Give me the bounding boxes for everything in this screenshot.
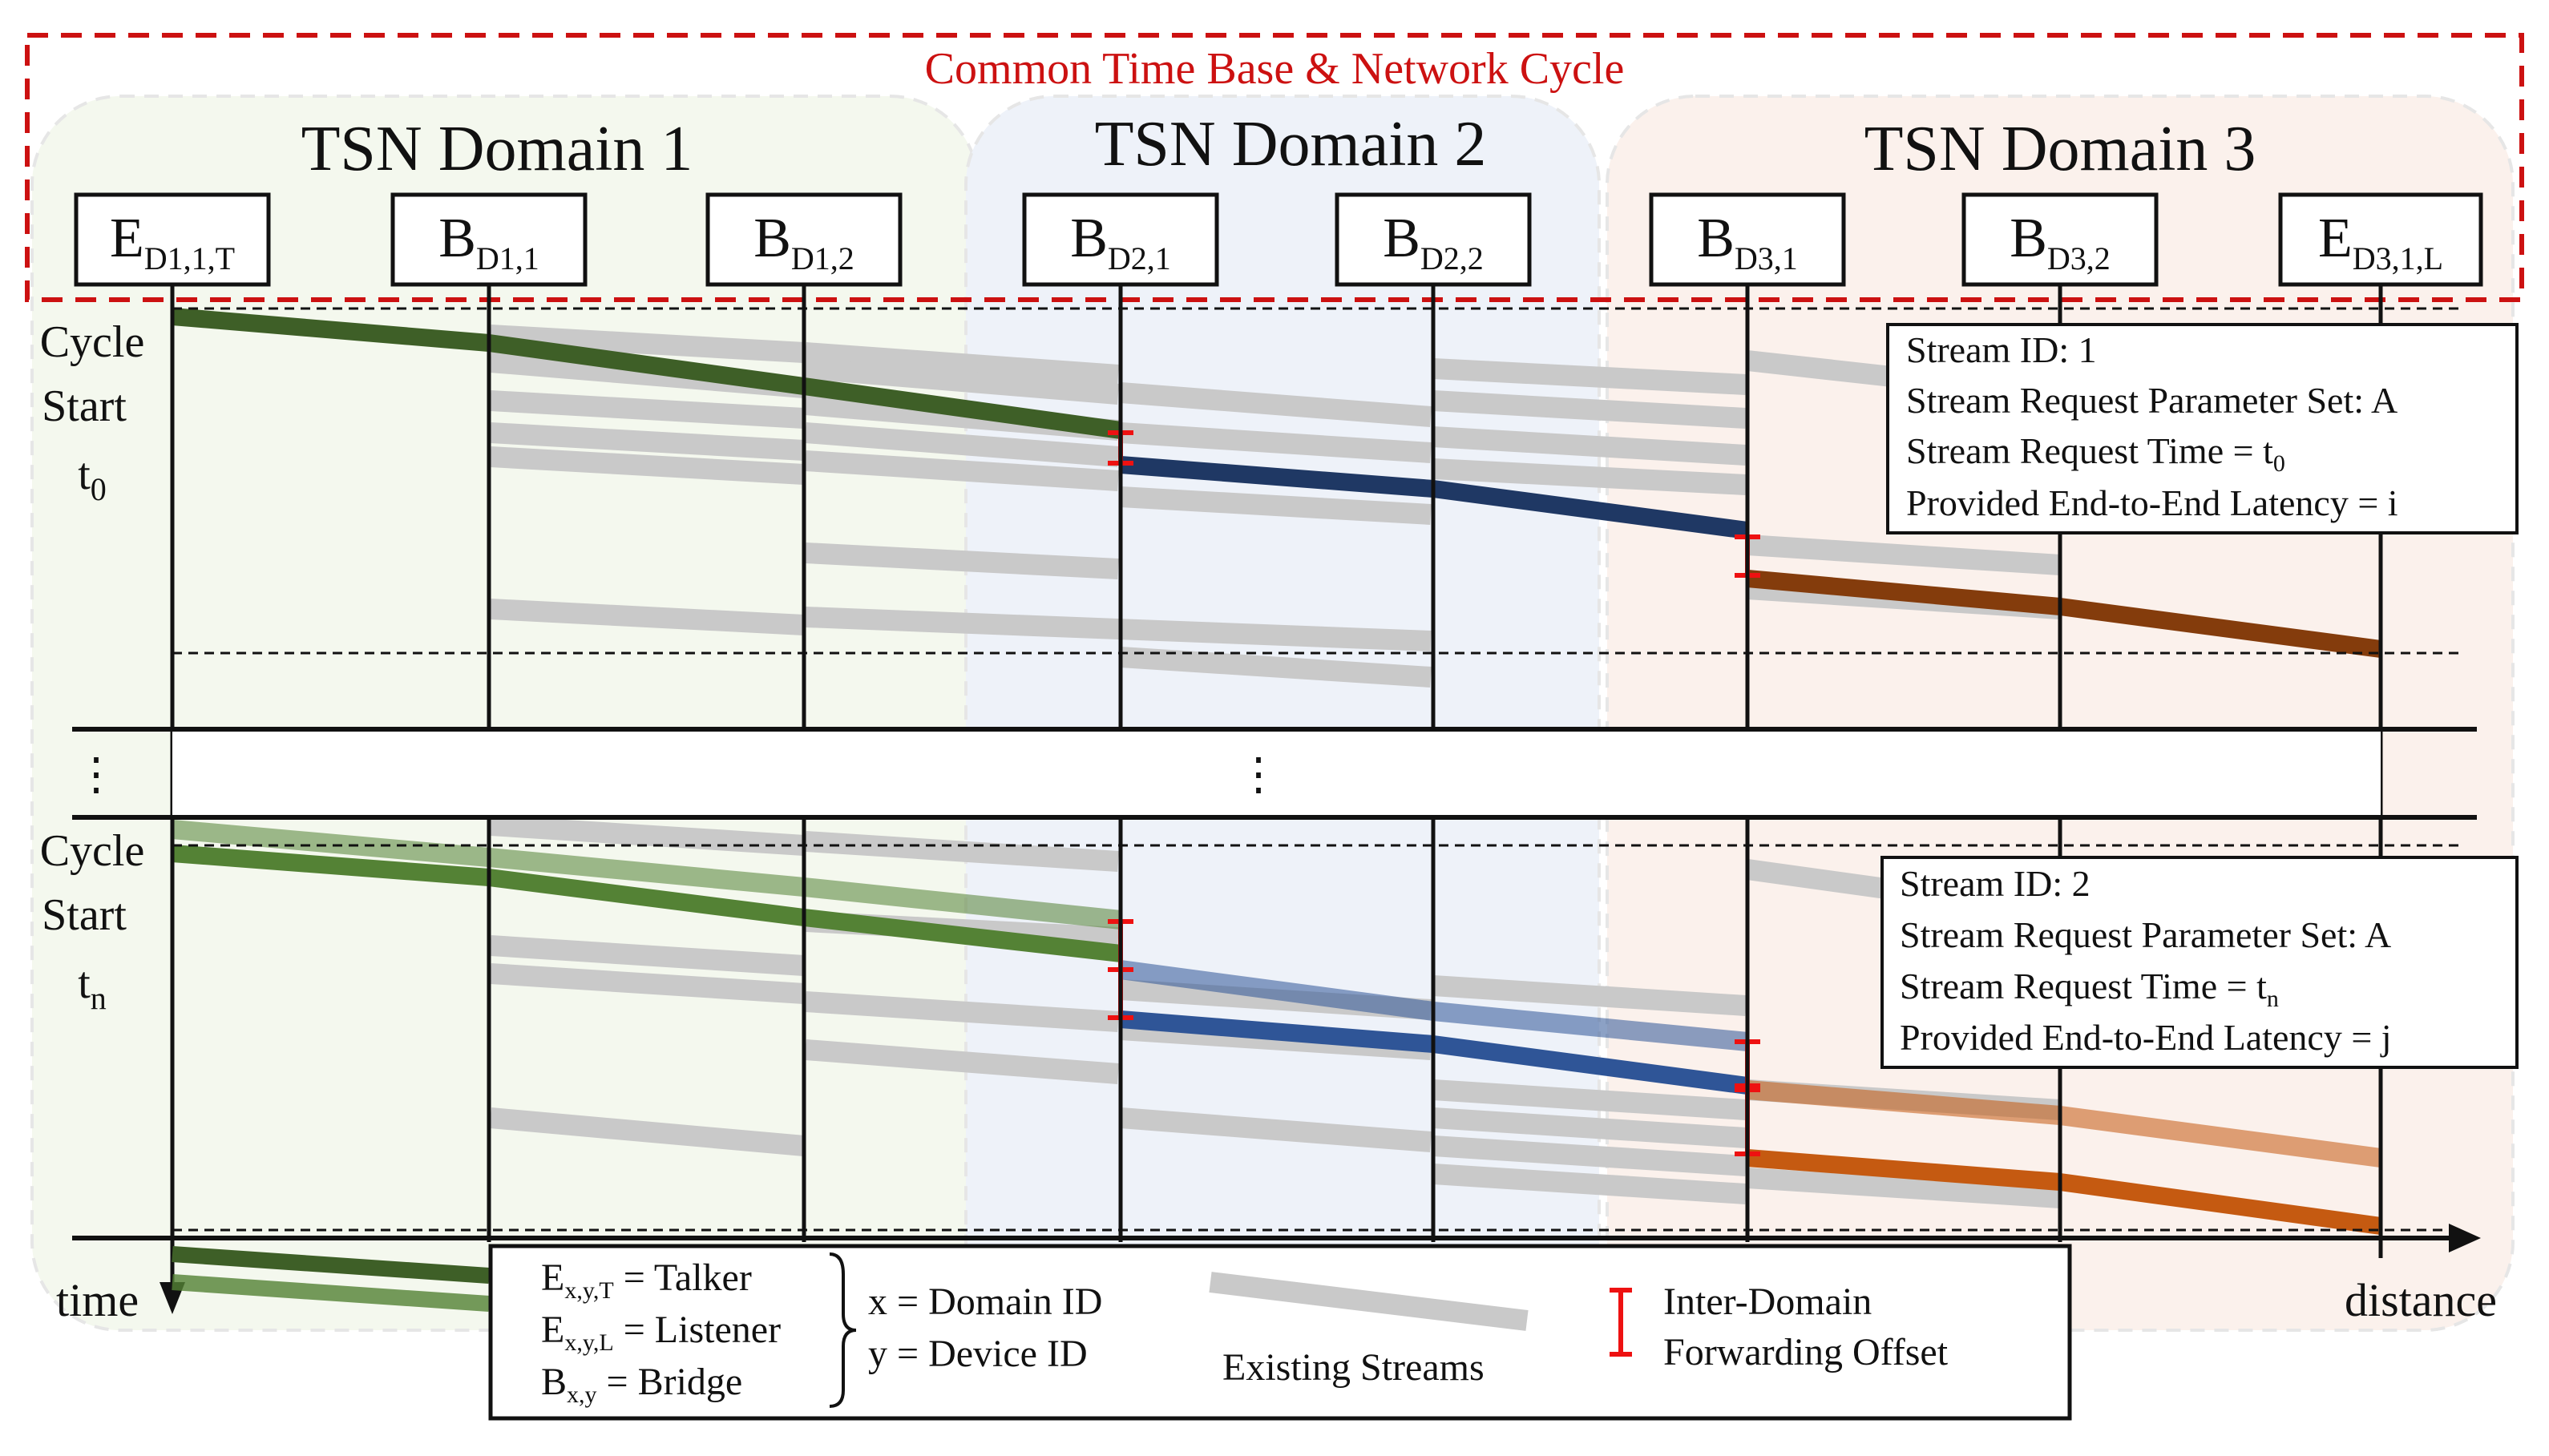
legend-listener: Ex,y,L = Listener bbox=[541, 1309, 781, 1356]
legend-offset-line1: Inter-Domain bbox=[1663, 1281, 1872, 1323]
time-axis-label: time bbox=[56, 1274, 139, 1326]
stream-2-info-box: Stream ID: 2 Stream Request Parameter Se… bbox=[1880, 856, 2519, 1069]
device-label-b-d3-2: BD3,2 bbox=[1961, 192, 2159, 287]
distance-axis-label: distance bbox=[2345, 1274, 2497, 1326]
device-label-e-d1-1-t: ED1,1,T bbox=[74, 192, 271, 287]
device-label-text: BD3,2 bbox=[2010, 208, 2111, 276]
cycle-label-time: tn bbox=[78, 958, 107, 1016]
cycle-start-tn-label: Cycle Start tn bbox=[40, 826, 145, 1016]
device-label-box bbox=[1961, 192, 2159, 287]
stream-2-path bbox=[172, 845, 2382, 1235]
domain-2-title: TSN Domain 2 bbox=[1095, 109, 1487, 179]
device-label-box bbox=[1335, 192, 1532, 287]
device-label-text: ED3,1,L bbox=[2318, 208, 2443, 276]
stream-1-latency: Provided End-to-End Latency = i bbox=[1906, 482, 2398, 523]
cycle-label-line2: Start bbox=[42, 381, 127, 431]
common-time-base-frame bbox=[25, 33, 2524, 302]
cycle-label-line1: Cycle bbox=[40, 317, 145, 367]
cycle-boundaries bbox=[72, 307, 2477, 1232]
device-label-b-d3-1: BD3,1 bbox=[1649, 192, 1846, 287]
legend-brace bbox=[829, 1252, 857, 1408]
domain-3-title: TSN Domain 3 bbox=[1864, 114, 2256, 184]
domain-1-title: TSN Domain 1 bbox=[301, 114, 693, 184]
ellipsis-band bbox=[172, 732, 2381, 815]
cycle-label-time: t0 bbox=[78, 450, 107, 507]
legend-domain-id: x = Domain ID bbox=[868, 1281, 1102, 1323]
device-label-text: BD3,1 bbox=[1697, 208, 1798, 276]
ellipsis-left: ⋮ bbox=[74, 750, 119, 800]
ellipsis-center: ⋮ bbox=[1236, 750, 1281, 800]
stream-1-param-set: Stream Request Parameter Set: A bbox=[1906, 380, 2398, 421]
stream-1-request-time: Stream Request Time = t0 bbox=[1906, 430, 2285, 477]
device-labels: ED1,1,T BD1,1 BD1,2 BD2,1 BD2,2 BD3,1 BD3,2 ED3… bbox=[74, 192, 2483, 287]
stream-1-path bbox=[172, 308, 2382, 658]
cycle-label-line1: Cycle bbox=[40, 826, 145, 876]
stream-2-id: Stream ID: 2 bbox=[1900, 863, 2091, 904]
cycle-start-t0-label: Cycle Start t0 bbox=[40, 317, 145, 507]
device-label-box bbox=[1649, 192, 1846, 287]
distance-axis-arrow bbox=[2449, 1224, 2481, 1252]
device-label-b-d2-1: BD2,1 bbox=[1022, 192, 1219, 287]
device-label-text: BD1,1 bbox=[438, 208, 539, 276]
device-label-b-d2-2: BD2,2 bbox=[1335, 192, 1532, 287]
device-label-b-d1-2: BD1,2 bbox=[705, 192, 903, 287]
device-label-text: BD2,2 bbox=[1383, 208, 1484, 276]
device-label-box bbox=[1022, 192, 1219, 287]
legend-offset-line2: Forwarding Offset bbox=[1663, 1331, 1949, 1373]
cycle-label-line2: Start bbox=[42, 890, 127, 940]
stream-2-param-set: Stream Request Parameter Set: A bbox=[1900, 914, 2391, 955]
device-label-b-d1-1: BD1,1 bbox=[390, 192, 588, 287]
legend-talker: Ex,y,T = Talker bbox=[541, 1256, 752, 1304]
stream-2-original-path bbox=[171, 820, 2382, 1168]
device-label-box bbox=[705, 192, 903, 287]
legend-bridge: Bx,y = Bridge bbox=[541, 1361, 742, 1408]
legend-box: Ex,y,T = Talker Ex,y,L = Listener Bx,y =… bbox=[488, 1244, 2072, 1421]
device-label-text: ED1,1,T bbox=[110, 208, 235, 276]
legend-existing-swatch bbox=[1209, 1272, 1529, 1331]
stream-1-id: Stream ID: 1 bbox=[1906, 329, 2097, 370]
banner-title: Common Time Base & Network Cycle bbox=[925, 44, 1625, 94]
device-label-text: BD1,2 bbox=[753, 208, 854, 276]
legend-existing-streams: Existing Streams bbox=[1222, 1346, 1485, 1389]
device-label-box bbox=[2278, 192, 2483, 287]
legend-device-id: y = Device ID bbox=[868, 1333, 1088, 1375]
device-label-e-d3-1-l: ED3,1,L bbox=[2278, 192, 2483, 287]
legend-offset-icon bbox=[1610, 1288, 1632, 1357]
legend-stream-sample bbox=[172, 1246, 490, 1312]
device-label-box bbox=[74, 192, 271, 287]
device-label-text: BD2,1 bbox=[1070, 208, 1171, 276]
stream-1-info-box: Stream ID: 1 Stream Request Parameter Se… bbox=[1886, 323, 2519, 534]
device-label-box bbox=[390, 192, 588, 287]
stream-2-latency: Provided End-to-End Latency = j bbox=[1900, 1017, 2392, 1058]
stream-2-request-time: Stream Request Time = tn bbox=[1900, 966, 2279, 1012]
